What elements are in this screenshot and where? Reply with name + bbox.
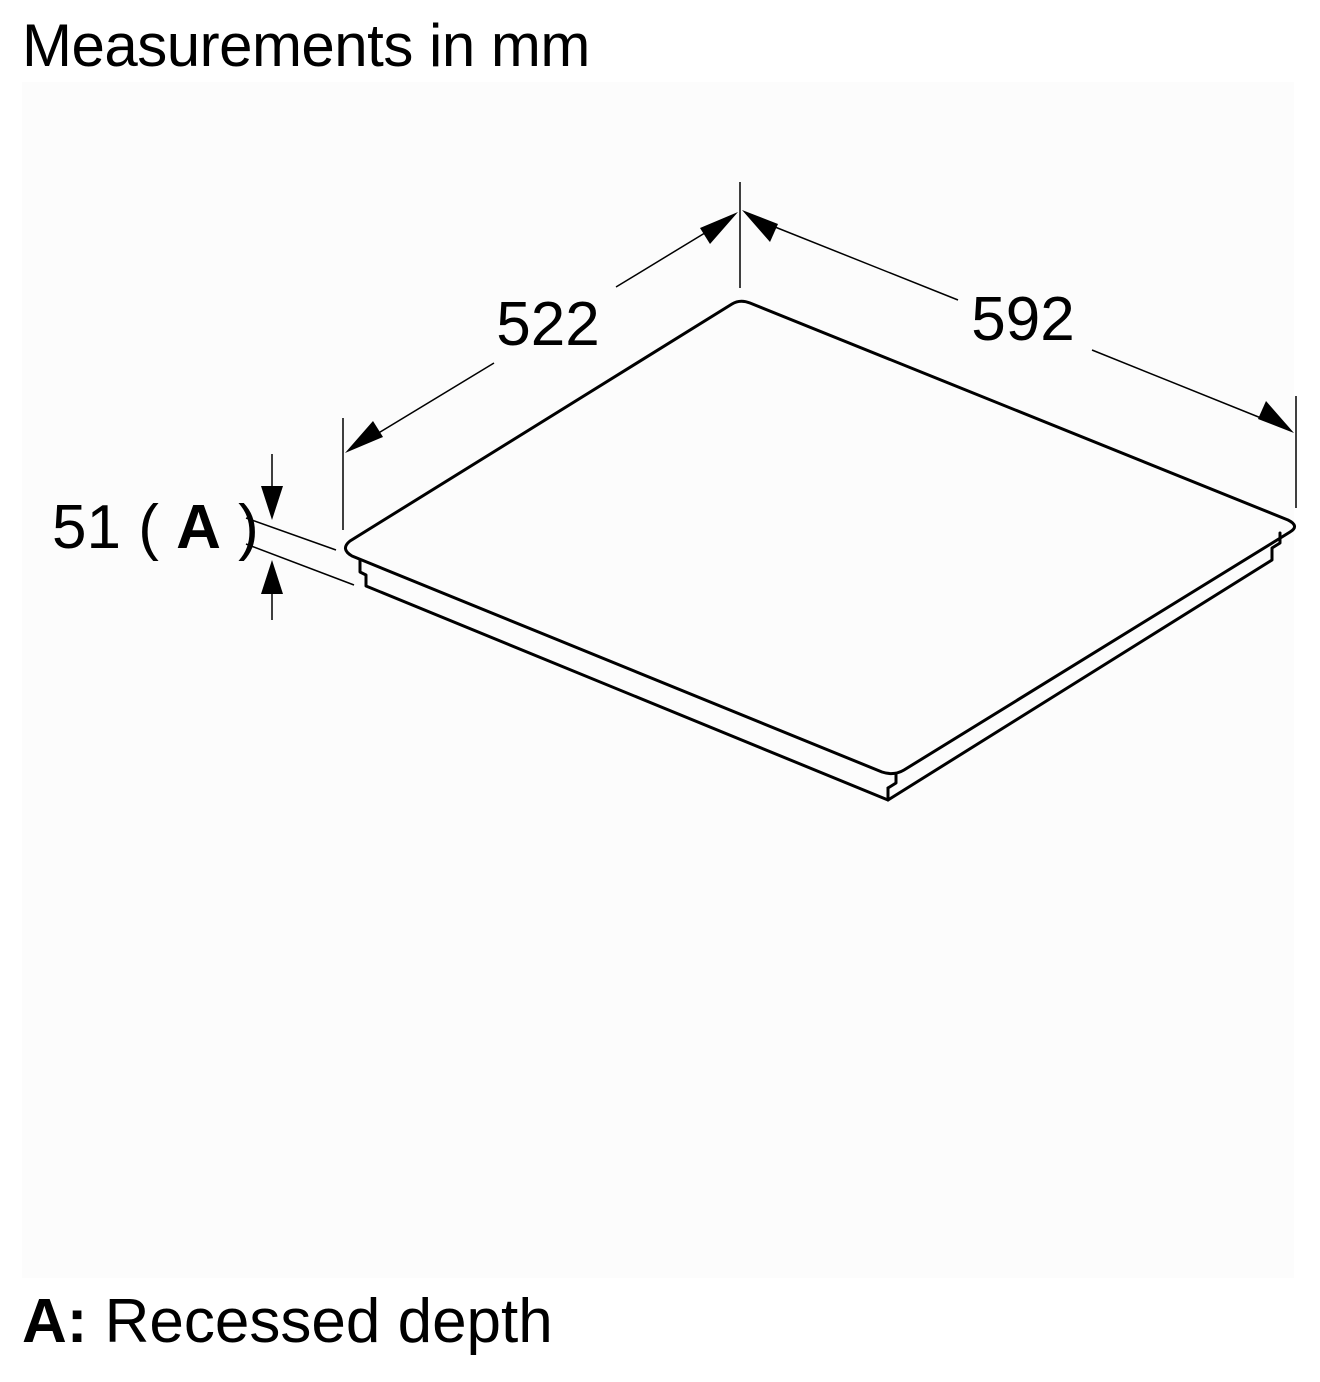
dimension-label-522: 522 xyxy=(496,290,599,359)
arrow-head-51-bottom xyxy=(261,560,283,594)
arrow-head-522-front xyxy=(345,421,383,453)
legend-note: A: Recessed depth xyxy=(22,1286,553,1358)
cooktop-recessed-front-edge xyxy=(886,772,898,790)
legend-key: A: xyxy=(22,1287,88,1356)
height-close-paren: ) xyxy=(238,493,259,562)
cooktop-recessed-body xyxy=(358,558,890,802)
extension-lines xyxy=(245,182,1297,586)
dimension-label-51: 51 ( A ) xyxy=(52,493,259,562)
dimension-line-51 xyxy=(261,454,283,620)
height-open-paren: ( xyxy=(138,493,159,562)
arrow-head-522-back xyxy=(700,212,738,244)
dimension-line-592 xyxy=(742,210,1294,433)
height-key: A xyxy=(176,493,221,562)
dimension-label-592: 592 xyxy=(971,285,1074,354)
arrow-head-592-back xyxy=(742,210,778,242)
arrow-head-51-top xyxy=(261,486,283,520)
height-value: 51 xyxy=(52,493,121,562)
cooktop-top-surface xyxy=(344,299,1296,776)
dimension-line-522 xyxy=(345,212,738,453)
arrow-head-592-front xyxy=(1258,401,1294,433)
page-title: Measurements in mm xyxy=(22,12,590,79)
cooktop-outline xyxy=(344,299,1296,802)
legend-text: Recessed depth xyxy=(104,1287,553,1356)
cooktop-recessed-body-right xyxy=(886,531,1282,802)
